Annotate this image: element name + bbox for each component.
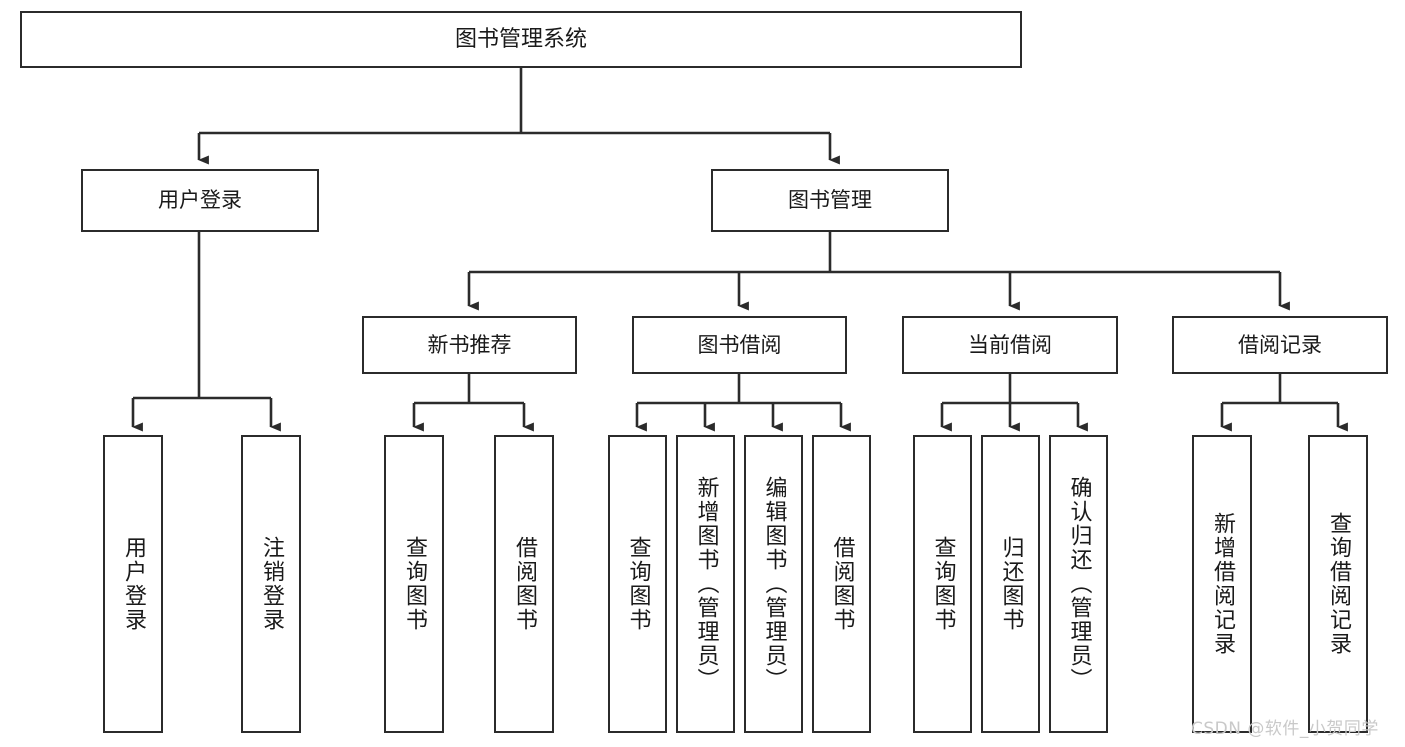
node-leaf-edit-book-label: 编辑图书（管理员） — [761, 476, 787, 692]
node-current-borrow-label: 当前借阅 — [968, 332, 1052, 357]
node-leaf-user-login-label: 用户登录 — [121, 536, 146, 632]
node-leaf-return-book[interactable]: 归还图书 — [981, 435, 1040, 733]
node-leaf-query-book-1[interactable]: 查询图书 — [384, 435, 444, 733]
node-leaf-user-login[interactable]: 用户登录 — [103, 435, 163, 733]
node-borrow-record-label: 借阅记录 — [1238, 332, 1322, 357]
node-leaf-query-record[interactable]: 查询借阅记录 — [1308, 435, 1368, 733]
node-leaf-return-book-label: 归还图书 — [998, 536, 1024, 632]
node-leaf-add-book-label: 新增图书（管理员） — [693, 476, 719, 692]
node-root-label: 图书管理系统 — [454, 26, 587, 52]
node-leaf-query-book-2-label: 查询图书 — [625, 536, 651, 632]
node-leaf-user-logout-label: 注销登录 — [259, 536, 284, 632]
node-borrow-record[interactable]: 借阅记录 — [1172, 316, 1388, 374]
node-new-book-recommend-label: 新书推荐 — [427, 332, 512, 357]
node-leaf-query-book-1-label: 查询图书 — [402, 536, 427, 632]
node-leaf-query-book-3[interactable]: 查询图书 — [913, 435, 972, 733]
node-leaf-add-book[interactable]: 新增图书（管理员） — [676, 435, 735, 733]
node-book-borrow[interactable]: 图书借阅 — [632, 316, 847, 374]
node-leaf-add-record-label: 新增借阅记录 — [1210, 512, 1235, 656]
node-book-management-label: 图书管理 — [788, 188, 872, 213]
node-leaf-edit-book[interactable]: 编辑图书（管理员） — [744, 435, 803, 733]
node-root[interactable]: 图书管理系统 — [20, 11, 1022, 68]
node-leaf-add-record[interactable]: 新增借阅记录 — [1192, 435, 1252, 733]
node-new-book-recommend[interactable]: 新书推荐 — [362, 316, 577, 374]
node-current-borrow[interactable]: 当前借阅 — [902, 316, 1118, 374]
node-leaf-user-logout[interactable]: 注销登录 — [241, 435, 301, 733]
node-leaf-confirm-return-label: 确认归还（管理员） — [1066, 476, 1092, 692]
node-book-management[interactable]: 图书管理 — [711, 169, 949, 232]
watermark-text: CSDN @软件_小贺同学 — [1191, 719, 1379, 739]
node-user-login-label: 用户登录 — [158, 188, 242, 213]
node-leaf-borrow-book-2[interactable]: 借阅图书 — [812, 435, 871, 733]
node-user-login[interactable]: 用户登录 — [81, 169, 319, 232]
node-leaf-borrow-book-1[interactable]: 借阅图书 — [494, 435, 554, 733]
node-leaf-borrow-book-1-label: 借阅图书 — [512, 536, 537, 632]
node-leaf-confirm-return[interactable]: 确认归还（管理员） — [1049, 435, 1108, 733]
node-leaf-query-book-2[interactable]: 查询图书 — [608, 435, 667, 733]
node-leaf-borrow-book-2-label: 借阅图书 — [829, 536, 855, 632]
node-leaf-query-record-label: 查询借阅记录 — [1326, 512, 1351, 656]
node-leaf-query-book-3-label: 查询图书 — [930, 536, 956, 632]
node-book-borrow-label: 图书借阅 — [697, 332, 782, 357]
